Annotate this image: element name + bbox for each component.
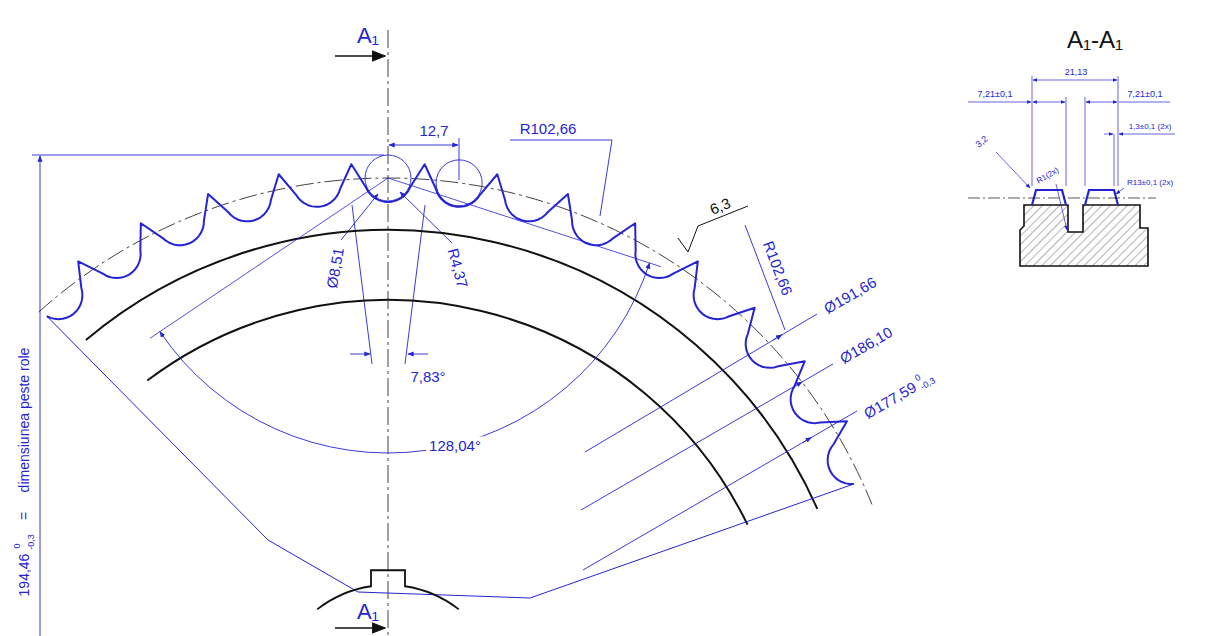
diameter-line	[581, 364, 833, 510]
angle-label: 7,83°	[410, 369, 445, 384]
angle-dimension	[350, 354, 370, 355]
roughness-value: 3,2	[974, 135, 989, 150]
section-dimensions	[1086, 102, 1117, 103]
dimension-label: 7,21±0,1	[1128, 90, 1163, 99]
section-dimensions	[996, 152, 1030, 188]
dimension-label: 194,46	[17, 554, 31, 597]
web-arc	[147, 300, 747, 525]
dimension-label: 21,13	[1065, 68, 1088, 77]
part-outline	[47, 316, 854, 598]
diameter-line	[585, 314, 817, 452]
over-roller-dimension	[40, 156, 41, 636]
section-dimensions	[1116, 188, 1124, 194]
diameter-arrow	[773, 335, 782, 340]
over-roller-dimension	[32, 155, 384, 156]
center-line	[388, 30, 389, 636]
pitch-dimension	[459, 138, 460, 180]
over-roller-dimension	[32, 155, 384, 636]
bore-keyway	[317, 570, 459, 609]
hatched-body	[1020, 205, 1148, 266]
roller	[436, 160, 482, 206]
angle-dimension	[408, 354, 428, 355]
section-tooth	[1032, 190, 1066, 205]
section-dimensions	[1033, 102, 1065, 103]
section-dimensions	[1032, 76, 1033, 186]
diameter-line	[583, 411, 857, 570]
diameter-arrow	[803, 438, 812, 443]
tolerance-upper: 0	[13, 543, 22, 548]
radius-label: R4,37	[446, 247, 471, 290]
dimension-label: 1,3±0,1 (2x)	[1129, 123, 1172, 131]
pitch-line	[968, 198, 1156, 199]
dimension-label: 12,7	[419, 123, 448, 138]
angle-ray	[388, 178, 661, 267]
section-arrows	[335, 627, 385, 629]
leader-lines	[341, 194, 378, 240]
radius-label: R102,66	[761, 239, 795, 297]
radius-label: R102,66	[520, 121, 577, 136]
radius-leader	[510, 140, 612, 216]
section-dimensions	[1119, 102, 1170, 103]
radius-label: R13±0,1 (2x)	[1127, 179, 1173, 187]
section-dimensions	[1033, 80, 1117, 81]
pitch-dimension	[389, 145, 458, 146]
section-dimensions	[1118, 76, 1119, 186]
diameter-arrow	[793, 382, 802, 387]
tooth-profile	[47, 164, 854, 484]
section-dimensions	[1114, 134, 1115, 186]
leader-lines	[400, 192, 452, 243]
dimension-note: dimensiunea peste role	[17, 348, 31, 493]
radius-leader	[510, 140, 785, 330]
diameter-label: Ø191,66	[821, 274, 878, 316]
dimension-label: 7,21±0,1	[978, 90, 1013, 99]
section-dimensions	[1066, 97, 1067, 186]
section-view	[968, 76, 1175, 266]
section-dimensions	[1085, 97, 1086, 186]
tolerance-lower: -0,3	[27, 534, 36, 550]
section-dimensions	[1119, 134, 1175, 135]
diameter-label: Ø186,10	[837, 324, 894, 366]
angle-ray	[150, 178, 388, 338]
section-dimensions	[968, 102, 1031, 103]
section-dimensions	[1056, 184, 1067, 230]
equals-sign: =	[17, 512, 31, 520]
roughness-value: 6,3	[708, 195, 733, 217]
diameter-label: Ø177,59	[861, 379, 918, 421]
section-marker: A₁	[357, 25, 379, 47]
angle-dimension	[405, 205, 425, 364]
sprocket-profile	[39, 155, 872, 609]
angle-dimension	[352, 205, 372, 364]
section-marker: A₁	[357, 601, 379, 623]
angle-label: 128,04°	[426, 437, 484, 454]
section-dimensions	[968, 76, 1175, 230]
section-arrows	[335, 56, 385, 628]
section-tooth	[1085, 190, 1118, 205]
section-arrows	[335, 55, 385, 57]
radius-label: R1(2x)	[1036, 167, 1061, 186]
angle-arc	[160, 263, 650, 453]
section-title: A₁-A₁	[1067, 28, 1123, 52]
pitch-circle	[39, 178, 872, 504]
diameter-label: Ø8,51	[324, 247, 346, 290]
section-dimensions	[1104, 134, 1113, 135]
pitch-dimension	[389, 138, 459, 180]
